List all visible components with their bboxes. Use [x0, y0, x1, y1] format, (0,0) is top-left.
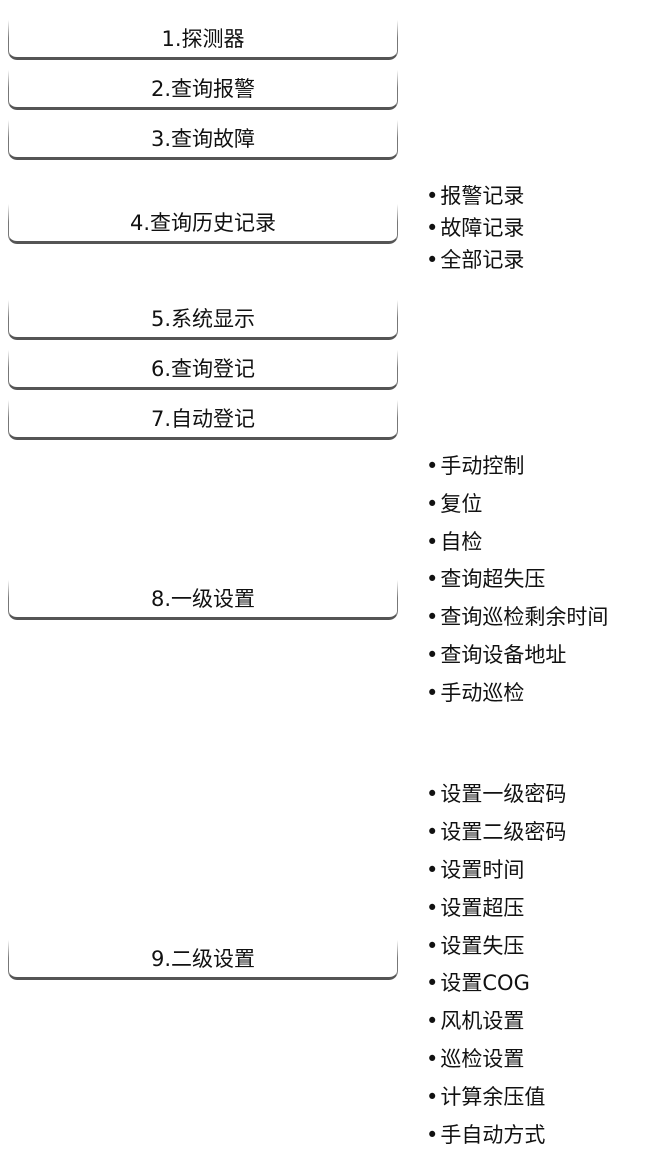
submenu-list: 手动控制复位自检查询超失压查询巡检剩余时间查询设备地址手动巡检: [426, 448, 608, 713]
submenu-item: 查询巡检剩余时间: [426, 599, 608, 637]
menu-box[interactable]: [8, 350, 398, 390]
submenu-item: 设置失压: [426, 928, 566, 966]
menu-item-label: 5.系统显示: [150, 307, 256, 331]
menu-box[interactable]: [8, 400, 398, 440]
submenu-item: 风机设置: [426, 1003, 566, 1041]
menu-item-label: 8.一级设置: [150, 587, 256, 611]
menu-box[interactable]: [8, 580, 398, 620]
submenu-item: 手自动方式: [426, 1117, 566, 1155]
submenu-item: 巡检设置: [426, 1041, 566, 1079]
menu-item-label: 9.二级设置: [150, 947, 256, 971]
menu-box[interactable]: [8, 204, 398, 244]
menu-box[interactable]: [8, 20, 398, 60]
submenu-item: 复位: [426, 486, 608, 524]
menu-item-label: 4.查询历史记录: [129, 211, 277, 235]
submenu-item: 查询设备地址: [426, 637, 608, 675]
submenu-item: 设置二级密码: [426, 814, 566, 852]
submenu-item: 设置超压: [426, 890, 566, 928]
menu-box[interactable]: [8, 120, 398, 160]
menu-box[interactable]: [8, 940, 398, 980]
submenu-item: 手动控制: [426, 448, 608, 486]
submenu-list: 报警记录故障记录全部记录: [426, 180, 524, 276]
menu-item-label: 7.自动登记: [150, 407, 256, 431]
submenu-item: 报警记录: [426, 180, 524, 212]
menu-box[interactable]: [8, 70, 398, 110]
submenu-item: 查询超失压: [426, 561, 608, 599]
submenu-item: 手动巡检: [426, 675, 608, 713]
submenu-item: 设置时间: [426, 852, 566, 890]
submenu-item: 设置一级密码: [426, 776, 566, 814]
submenu-item: 故障记录: [426, 212, 524, 244]
submenu-item: 计算余压值: [426, 1079, 566, 1117]
menu-item-label: 6.查询登记: [150, 357, 256, 381]
menu-item-label: 2.查询报警: [150, 77, 256, 101]
menu-item-label: 3.查询故障: [150, 127, 256, 151]
submenu-item: 自检: [426, 524, 608, 562]
menu-box[interactable]: [8, 300, 398, 340]
menu-item-label: 1.探测器: [161, 27, 245, 51]
submenu-list: 设置一级密码设置二级密码设置时间设置超压设置失压设置COG风机设置巡检设置计算余…: [426, 776, 566, 1155]
submenu-item: 设置COG: [426, 965, 566, 1003]
submenu-item: 全部记录: [426, 244, 524, 276]
